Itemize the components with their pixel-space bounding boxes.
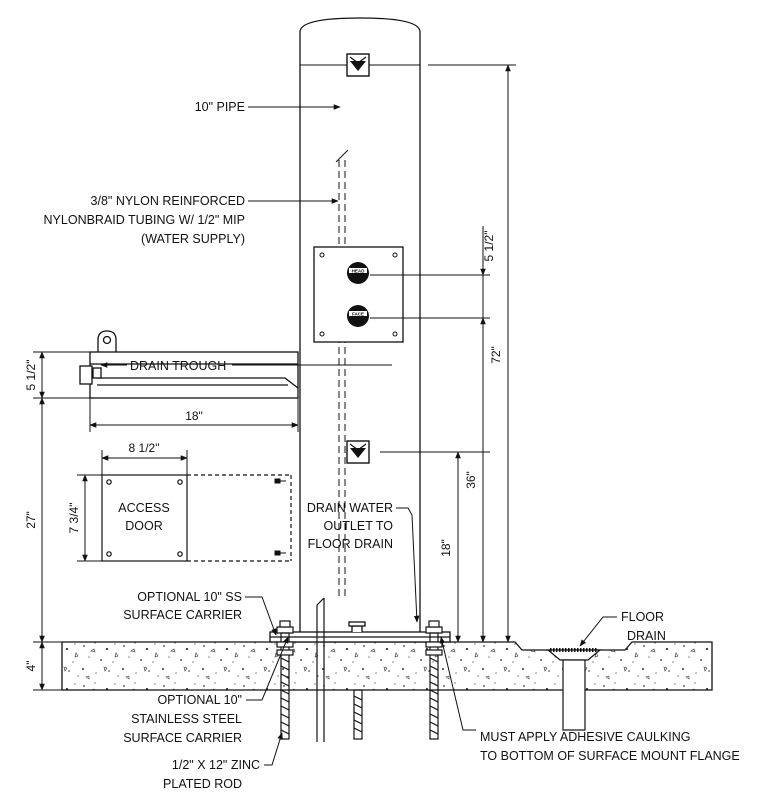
drain-trough-label: DRAIN TROUGH xyxy=(130,359,226,373)
dim-door-width: 8 1/2" xyxy=(129,441,160,455)
drain-outlet-label-line1: DRAIN WATER xyxy=(307,501,393,515)
anchor-rods xyxy=(276,620,443,740)
main-pipe xyxy=(299,17,421,632)
surface-carrier-flange xyxy=(269,621,451,643)
drain-outlet-label-line2: OUTLET TO xyxy=(324,519,394,533)
stainless-carrier-label-line2: STAINLESS STEEL xyxy=(131,712,242,726)
head-valve-label: HEAD xyxy=(352,268,366,273)
drain-outlet-label-line3: FLOOR DRAIN xyxy=(308,537,393,551)
dim-36: 36" xyxy=(464,471,478,489)
floor-drain-label-line1: FLOOR xyxy=(621,610,664,624)
caulking-label-line1: MUST APPLY ADHESIVE CAULKING xyxy=(480,730,691,744)
face-valve-label: FACE xyxy=(352,311,364,316)
floor-drain-label-line2: DRAIN xyxy=(627,629,666,643)
leader-lines xyxy=(245,104,617,766)
head-valve-icon: HEAD xyxy=(347,262,369,284)
dim-trough-width: 18" xyxy=(185,409,203,423)
supply-tubing xyxy=(335,149,349,600)
top-head-icon xyxy=(346,53,370,77)
door-hinge-icon xyxy=(274,478,286,556)
ss-carrier-label-line2: SURFACE CARRIER xyxy=(123,608,242,622)
dim-slab-4: 4" xyxy=(24,661,38,672)
valve-plate xyxy=(313,246,404,343)
dim-valve-spacing: 5 1/2" xyxy=(482,231,496,262)
bottom-head-icon xyxy=(346,440,370,464)
dim-27: 27" xyxy=(24,511,38,529)
stainless-carrier-label-line3: SURFACE CARRIER xyxy=(123,731,242,745)
concrete-slab xyxy=(61,641,713,691)
dim-door-height: 7 3/4" xyxy=(67,503,81,534)
dim-18: 18" xyxy=(439,539,453,557)
floor-drain-icon xyxy=(546,648,602,731)
pipe-label: 10" PIPE xyxy=(195,100,245,114)
access-door-label-line2: DOOR xyxy=(125,519,163,533)
tubing-label-line2: NYLONBRAID TUBING W/ 1/2" MIP xyxy=(44,213,245,227)
dimension-labels: 5 1/2" 18" 8 1/2" 7 3/4" 27" 4" 5 1/2" 7… xyxy=(24,231,503,672)
callout-labels: 10" PIPE 3/8" NYLON REINFORCED NYLONBRAI… xyxy=(44,100,740,791)
tubing-label-line3: (WATER SUPPLY) xyxy=(141,232,245,246)
zinc-rod-label-line2: PLATED ROD xyxy=(163,777,242,791)
drain-trough xyxy=(79,330,299,399)
dimension-lines xyxy=(33,64,516,691)
caulking-label-line2: TO BOTTOM OF SURFACE MOUNT FLANGE xyxy=(480,749,740,763)
zinc-rod-label-line1: 1/2" X 12" ZINC xyxy=(172,758,260,772)
access-door xyxy=(101,474,292,562)
face-valve-icon: FACE xyxy=(347,305,369,327)
dim-72: 72" xyxy=(489,346,503,364)
ss-carrier-label-line1: OPTIONAL 10" SS xyxy=(137,590,242,604)
supply-tube-through-slab xyxy=(316,597,325,742)
dim-trough-height: 5 1/2" xyxy=(24,360,38,391)
tubing-label-line1: 3/8" NYLON REINFORCED xyxy=(91,194,245,208)
access-door-label-line1: ACCESS xyxy=(118,501,169,515)
stainless-carrier-label-line1: OPTIONAL 10" xyxy=(157,693,242,707)
